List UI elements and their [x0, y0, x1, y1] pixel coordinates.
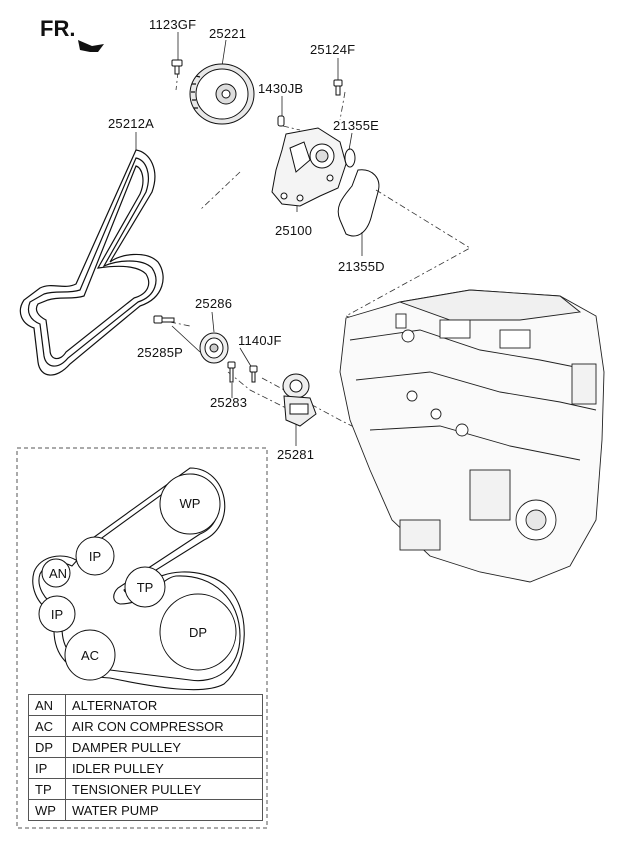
pulley-label-dp: DP	[188, 625, 208, 640]
label-21355E: 21355E	[333, 118, 380, 133]
alternator-pulley-icon	[41, 558, 71, 588]
legend-row: AN ALTERNATOR	[28, 694, 263, 716]
pulley-label-tp: TP	[136, 580, 154, 595]
belt-routing-path	[32, 467, 245, 691]
legend-desc: ALTERNATOR	[65, 694, 263, 716]
oring-21355E-icon	[344, 148, 356, 168]
label-25124F: 25124F	[310, 42, 356, 57]
tensioner-pulley-icon	[124, 566, 166, 608]
legend-row: IP IDLER PULLEY	[28, 757, 263, 779]
legend-row: AC AIR CON COMPRESSOR	[28, 715, 263, 737]
label-25286: 25286	[195, 296, 233, 311]
front-direction-label: FR.	[40, 16, 76, 41]
abbreviation-legend-table: AN ALTERNATOR AC AIR CON COMPRESSOR DP D…	[28, 694, 263, 821]
bolt-1123GF-icon	[171, 59, 183, 75]
legend-desc: IDLER PULLEY	[65, 757, 263, 779]
label-25285P: 25285P	[137, 345, 184, 360]
legend-code: WP	[28, 799, 66, 821]
legend-code: IP	[28, 757, 66, 779]
pulley-label-ip-bottom: IP	[50, 607, 64, 622]
drive-belt-25212A-icon	[19, 149, 164, 376]
pulley-25221-icon	[189, 63, 255, 125]
legend-code: DP	[28, 736, 66, 758]
dowel-1430JB-icon	[277, 115, 285, 127]
label-25281: 25281	[277, 447, 315, 462]
label-21355D: 21355D	[338, 259, 385, 274]
label-25221: 25221	[209, 26, 247, 41]
legend-desc: WATER PUMP	[65, 799, 263, 821]
label-1123GF: 1123GF	[149, 17, 197, 32]
label-1430JB: 1430JB	[258, 81, 304, 96]
legend-code: AN	[28, 694, 66, 716]
label-25283: 25283	[210, 395, 248, 410]
pulley-label-an: AN	[48, 566, 68, 581]
bolt-25124F-icon	[333, 79, 343, 96]
pulley-label-wp: WP	[179, 496, 201, 511]
legend-row: WP WATER PUMP	[28, 799, 263, 821]
pulley-label-ac: AC	[80, 648, 100, 663]
legend-code: AC	[28, 715, 66, 737]
bolt-25285P-icon	[153, 315, 175, 324]
legend-desc: TENSIONER PULLEY	[65, 778, 263, 800]
engine-block-icon	[339, 289, 605, 583]
bolt-25283-icon	[227, 361, 236, 383]
idler-pulley-bottom-icon	[38, 595, 76, 633]
legend-code: TP	[28, 778, 66, 800]
legend-desc: DAMPER PULLEY	[65, 736, 263, 758]
pulley-label-ip-top: IP	[88, 549, 102, 564]
idler-pulley-25286-icon	[199, 332, 229, 364]
water-pump-pulley-icon	[159, 473, 221, 535]
label-25100: 25100	[275, 223, 313, 238]
gasket-21355D-icon	[337, 169, 380, 237]
leader-lines	[135, 32, 363, 446]
tensioner-25281-icon	[282, 373, 317, 427]
water-pump-25100-icon	[271, 127, 347, 207]
label-25212A: 25212A	[108, 116, 155, 131]
damper-pulley-icon	[159, 593, 237, 671]
bolt-1140JF-icon	[249, 365, 258, 383]
label-1140JF: 1140JF	[238, 333, 282, 348]
idler-pulley-top-icon	[75, 536, 115, 576]
ac-compressor-pulley-icon	[64, 629, 116, 681]
front-arrow-icon	[78, 40, 104, 52]
legend-row: DP DAMPER PULLEY	[28, 736, 263, 758]
legend-row: TP TENSIONER PULLEY	[28, 778, 263, 800]
legend-desc: AIR CON COMPRESSOR	[65, 715, 263, 737]
